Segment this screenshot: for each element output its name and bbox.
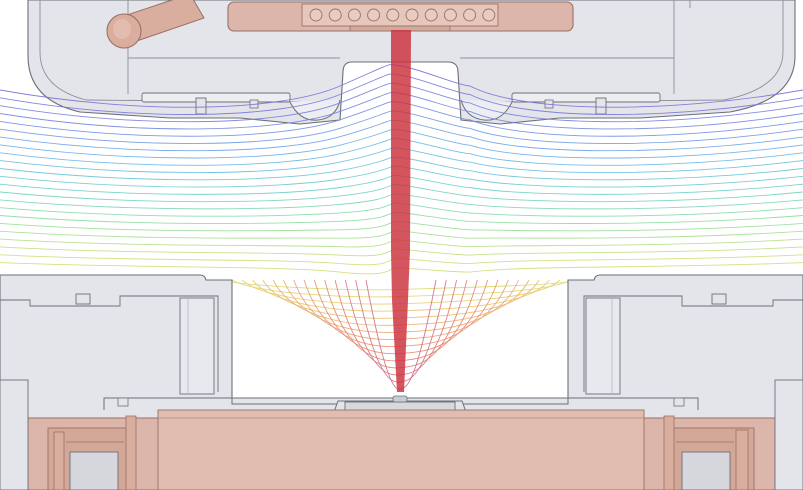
bracket-hole — [463, 8, 477, 22]
groove-right — [460, 99, 513, 121]
bracket-hole — [482, 8, 496, 22]
stage-notch-right — [673, 397, 685, 407]
lower-step-right — [583, 295, 803, 392]
bracket-hole — [424, 8, 438, 22]
rail-clip-left — [195, 97, 207, 115]
coil-left-bar-b — [125, 415, 137, 490]
lower-tab-left — [75, 293, 91, 305]
side-block-right — [774, 379, 803, 490]
rail-right — [511, 92, 661, 103]
coil-left-window — [69, 451, 119, 490]
pillar-right — [585, 297, 621, 395]
coil-right-window — [681, 451, 731, 490]
feedthrough-tube — [106, 0, 205, 49]
rail-left — [141, 92, 291, 103]
bracket-holes — [309, 8, 496, 22]
bracket-hole — [309, 8, 323, 22]
copper-center-plate — [157, 409, 645, 490]
ion-beam — [391, 30, 411, 392]
pillar-left — [179, 297, 215, 395]
beam-column — [391, 30, 411, 392]
side-block-left — [0, 379, 29, 490]
tube-end-highlight — [113, 19, 131, 39]
bracket-hole — [328, 8, 342, 22]
sample-tip — [392, 395, 408, 403]
upper-housing-inner-line — [39, 0, 784, 103]
bracket-hole — [386, 8, 400, 22]
lower-copper-base — [0, 379, 803, 490]
rail-clip-right — [595, 97, 607, 115]
coil-left-bar-a — [53, 431, 65, 490]
stage-notch-left — [117, 397, 129, 407]
coil-right-bar-b — [663, 415, 675, 490]
bracket-hole — [347, 8, 361, 22]
lower-tab-right — [711, 293, 727, 305]
bracket-hole — [405, 8, 419, 22]
coil-right-bar-a — [735, 429, 749, 490]
bracket-hole — [367, 8, 381, 22]
upper-mounting-bracket — [227, 1, 574, 32]
lower-step-left — [0, 295, 219, 392]
bracket-hole — [443, 8, 457, 22]
